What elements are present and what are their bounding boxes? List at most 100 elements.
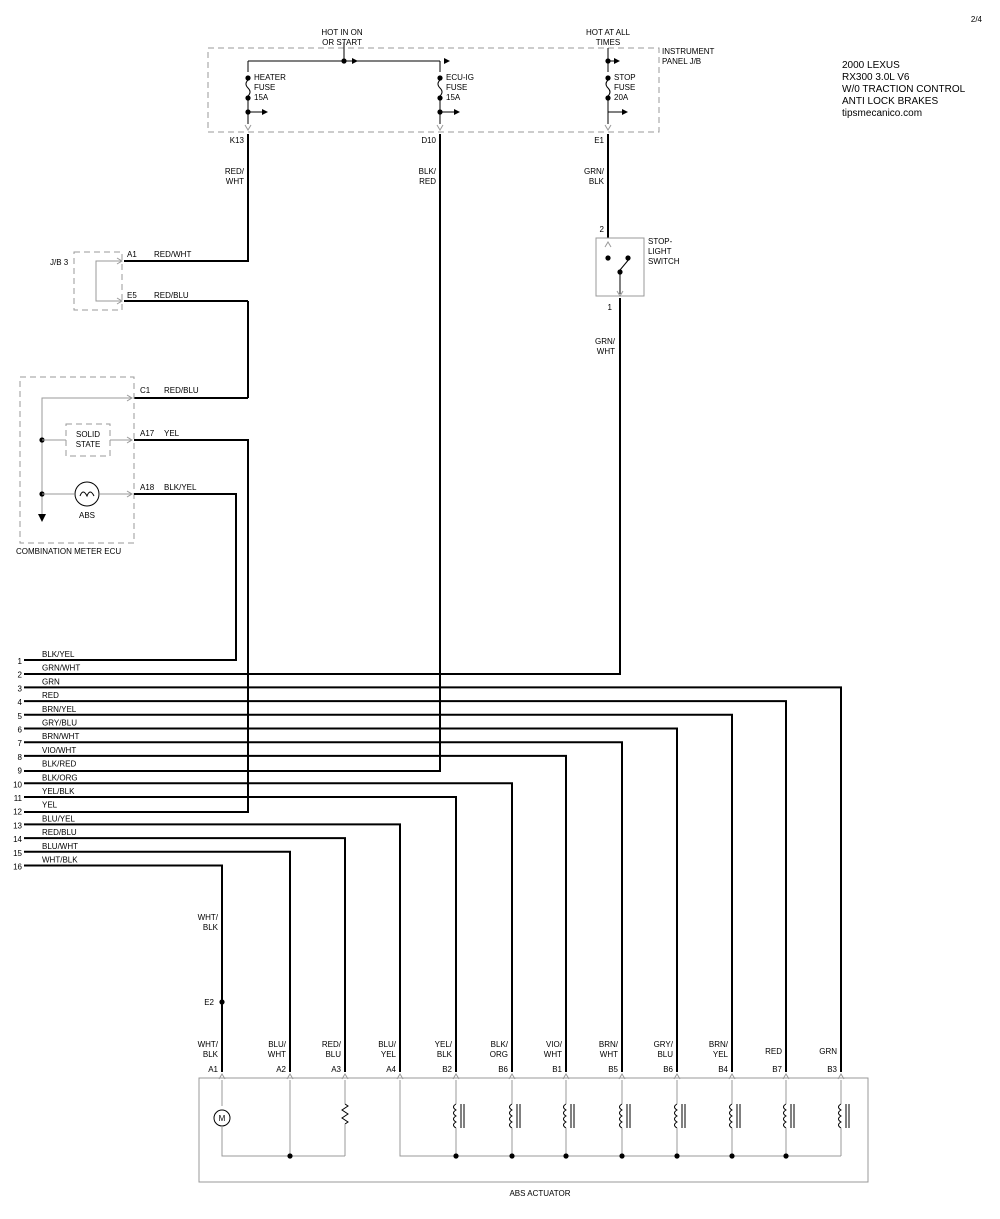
actuator-pin-label: B6	[498, 1065, 508, 1074]
connector-arrow	[116, 257, 123, 265]
connector-arrow	[218, 1073, 226, 1080]
actuator-wire-label: GRY/	[654, 1040, 674, 1049]
page-number: 2/4	[971, 15, 983, 24]
switch-wire-label: WHT	[597, 347, 615, 356]
junction-dot	[783, 1153, 789, 1159]
junction-dot	[509, 1153, 515, 1159]
harness-wire-4	[24, 700, 787, 1072]
actuator-pin-label: A1	[208, 1065, 218, 1074]
meter-pin-label: C1	[140, 386, 151, 395]
connector-arrow	[116, 297, 123, 305]
harness-wire-8	[24, 754, 567, 1072]
solenoid-coil	[619, 1103, 623, 1129]
harness-number: 13	[13, 821, 22, 830]
fuse-pin-label: D10	[421, 136, 436, 145]
fuse-label: STOP	[614, 73, 636, 82]
junction-dot	[619, 1153, 625, 1159]
harness-wire-label: BRN/YEL	[42, 705, 77, 714]
fuse-label: FUSE	[446, 83, 467, 92]
solenoid-coil	[453, 1103, 457, 1129]
harness-wire-label: BLU/WHT	[42, 842, 78, 851]
fuse-wire-label: RED	[419, 177, 436, 186]
actuator-pin-label: A4	[386, 1065, 396, 1074]
abs-actuator-box	[198, 1077, 869, 1183]
instrument-panel-label: INSTRUMENT	[662, 47, 715, 56]
harness-wire-label: BLU/YEL	[42, 814, 75, 823]
connector-arrow	[286, 1073, 294, 1080]
stop-switch-label: SWITCH	[648, 257, 680, 266]
harness-wire-label: BLK/YEL	[42, 650, 75, 659]
hot-on-start-label: HOT IN ON	[321, 28, 362, 37]
actuator-pin-label: B7	[772, 1065, 782, 1074]
actuator-wire-label: RED/	[322, 1040, 342, 1049]
fuse-label: ECU-IG	[446, 73, 474, 82]
meter-wire-label: YEL	[164, 429, 180, 438]
actuator-pin-label: B3	[827, 1065, 837, 1074]
solenoid-coil	[838, 1103, 842, 1129]
solenoid-coil	[674, 1103, 678, 1129]
fuse-label: FUSE	[254, 83, 275, 92]
actuator-wire-label: BLK	[203, 1050, 219, 1059]
combination-meter-label: COMBINATION METER ECU	[16, 547, 121, 556]
fuse-symbol	[437, 79, 443, 97]
actuator-pin-label: B5	[608, 1065, 618, 1074]
combination-meter-box	[19, 376, 135, 544]
meter-pin-label: A18	[140, 483, 155, 492]
fuse-wire-label: GRN/	[584, 167, 605, 176]
harness-number: 1	[18, 657, 23, 666]
fuse-wire-label: RED/	[225, 167, 245, 176]
ground-arrow	[38, 514, 46, 522]
fuse-label: 15A	[446, 93, 461, 102]
switch-pin-label: 1	[608, 303, 613, 312]
jb3-wire-label: RED/BLU	[154, 291, 189, 300]
wire-blk-red	[24, 134, 441, 772]
actuator-wire-label: WHT	[544, 1050, 562, 1059]
connector-arrow	[562, 1073, 570, 1080]
stop-switch-label: LIGHT	[648, 247, 672, 256]
junction-dot	[245, 109, 251, 115]
actuator-wire-label: ORG	[490, 1050, 508, 1059]
connector-arrow	[728, 1073, 736, 1080]
junction-dot	[605, 255, 611, 261]
harness-wire-label: VIO/WHT	[42, 746, 76, 755]
connector-arrow	[508, 1073, 516, 1080]
meter-wire-label: RED/BLU	[164, 386, 199, 395]
arrow-head	[262, 109, 268, 115]
actuator-internal	[221, 1126, 345, 1157]
actuator-wire-label: YEL	[713, 1050, 729, 1059]
switch-wire-label: GRN/	[595, 337, 616, 346]
actuator-pin-label: A3	[331, 1065, 341, 1074]
vehicle-info: tipsmecanico.com	[842, 108, 922, 119]
harness-wire-label: BLK/RED	[42, 760, 76, 769]
jb3-internal	[95, 260, 122, 302]
actuator-wire-label: BLK	[437, 1050, 453, 1059]
solid-state-label: STATE	[76, 440, 101, 449]
stop-switch-label: STOP-	[648, 237, 673, 246]
actuator-wire-label: WHT	[268, 1050, 286, 1059]
actuator-pin-label: B4	[718, 1065, 728, 1074]
harness-number: 6	[18, 726, 23, 735]
meter-internal	[41, 397, 132, 518]
wire-red-wht	[124, 134, 249, 262]
connector-arrow	[616, 290, 624, 297]
fuse-terminal	[245, 75, 251, 81]
actuator-wire-label: BRN/	[599, 1040, 619, 1049]
connector-arrow	[244, 124, 252, 131]
harness-wire-15	[24, 850, 291, 1072]
connector-arrow	[837, 1073, 845, 1080]
harness-number: 5	[18, 712, 23, 721]
jb3-pin-label: A1	[127, 250, 137, 259]
actuator-pin-label: B1	[552, 1065, 562, 1074]
fuse-pin-label: K13	[230, 136, 245, 145]
solid-state-label: SOLID	[76, 430, 100, 439]
hot-on-start-label: OR START	[322, 38, 362, 47]
actuator-wire-label: YEL/	[435, 1040, 453, 1049]
harness-number: 14	[13, 835, 22, 844]
harness-wire-3	[24, 686, 842, 1072]
harness-number: 9	[18, 767, 23, 776]
jb3-box	[73, 251, 123, 311]
actuator-pin-label: B6	[663, 1065, 673, 1074]
connector-arrow	[126, 490, 133, 498]
abs-actuator-label: ABS ACTUATOR	[509, 1189, 570, 1198]
